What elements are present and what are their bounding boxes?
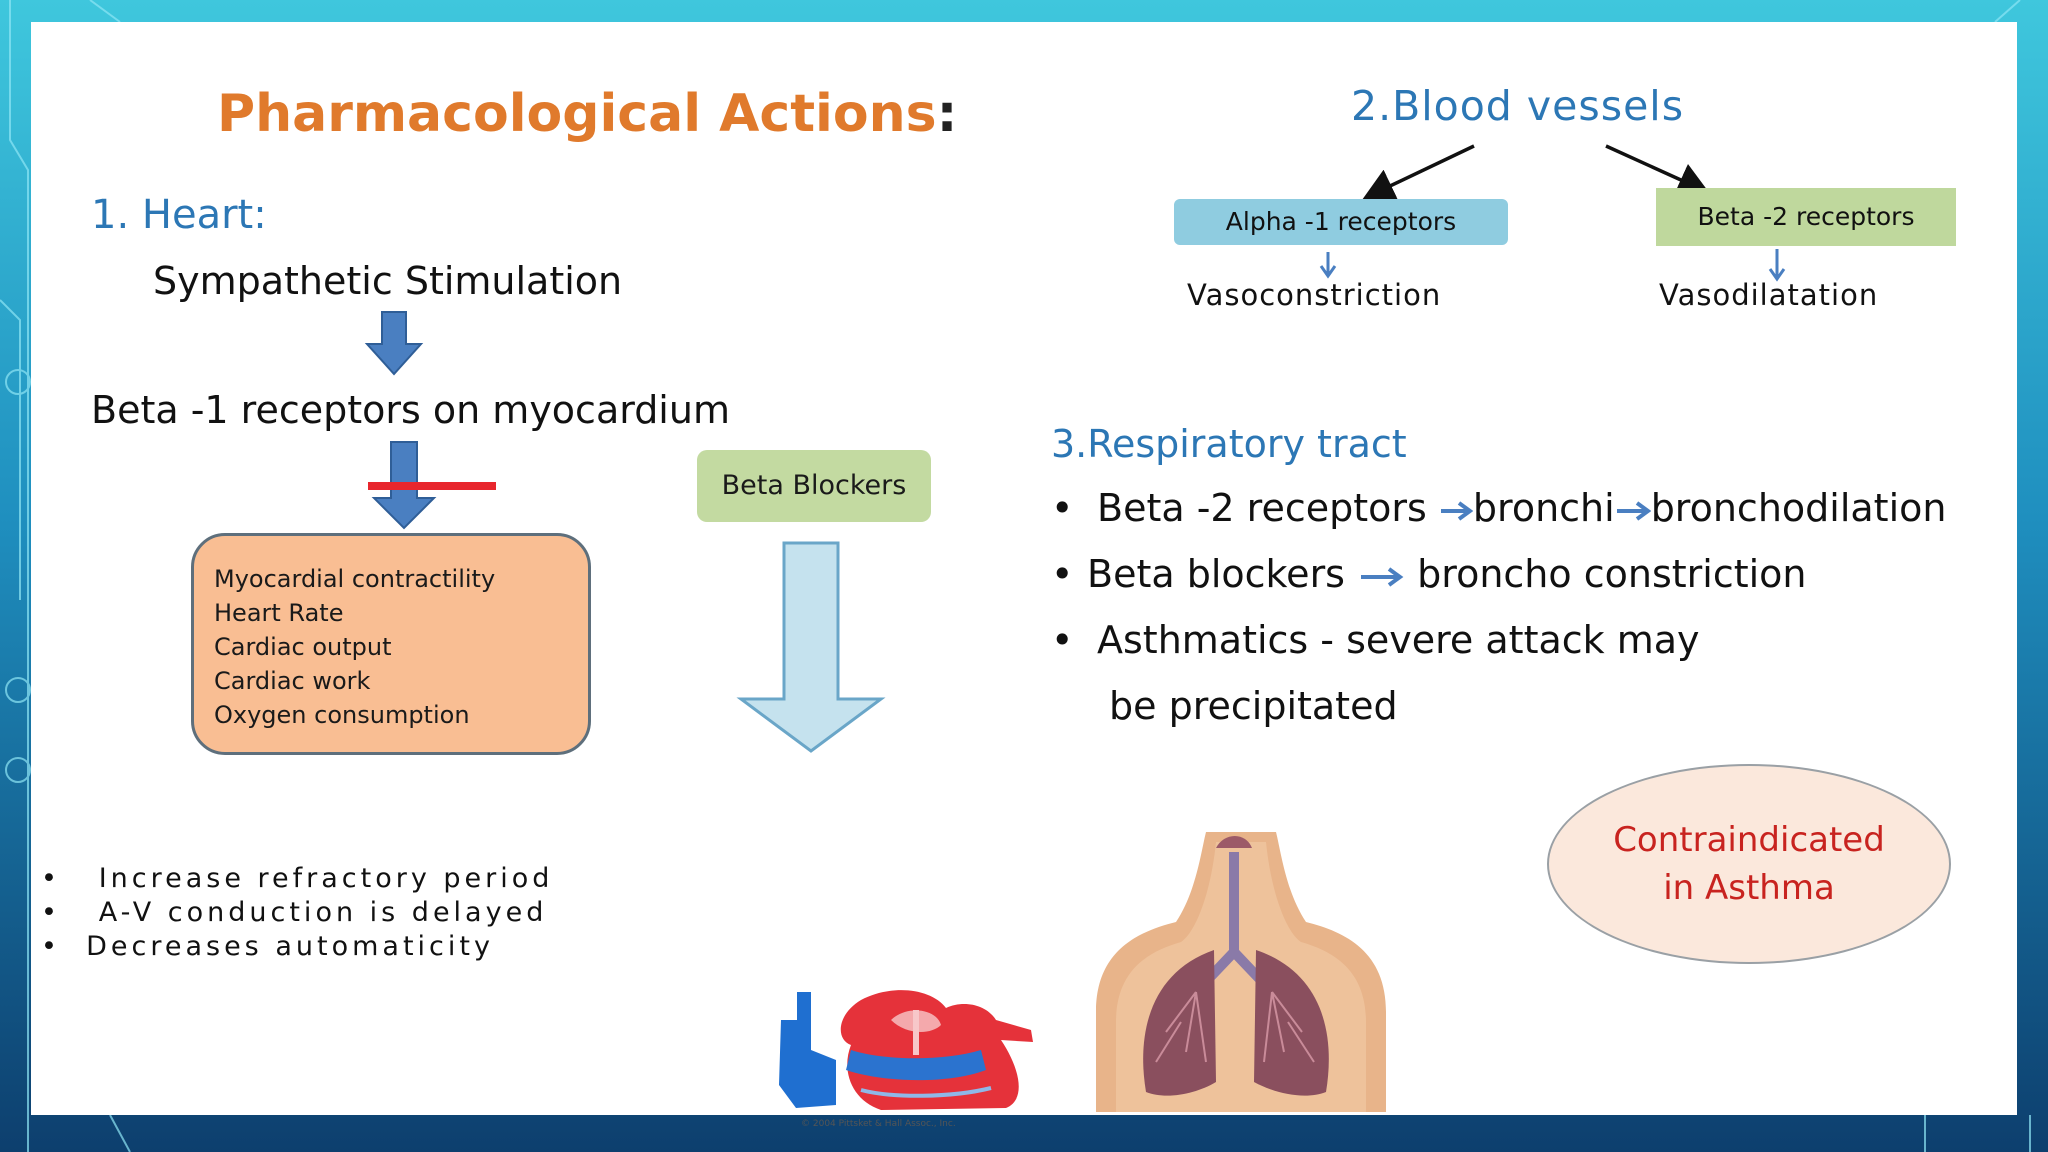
- alpha1-receptor-box: Alpha -1 receptors: [1174, 199, 1508, 245]
- effect-item: Cardiac output: [214, 633, 392, 661]
- bullet-dot: •: [41, 897, 99, 928]
- slide-title: Pharmacological Actions:: [217, 84, 958, 144]
- heart-illustration: © 2004 Pittsket & Hall Assoc., Inc.: [779, 990, 1033, 1129]
- contraindication-line2: in Asthma: [1663, 868, 1835, 908]
- bullet-dot: •: [41, 931, 87, 962]
- beta1-receptor-label: Beta -1 receptors on myocardium: [91, 388, 730, 432]
- small-down-arrow-icon: [1768, 249, 1786, 282]
- blood-vessels-heading: 2.Blood vessels: [1351, 82, 1685, 130]
- conduction-effect-item: • A-V conduction is delayed: [41, 897, 548, 928]
- beta-blockers-box: Beta Blockers: [697, 450, 931, 522]
- right-arrow-icon: [1440, 500, 1474, 521]
- down-arrow-icon: [364, 311, 424, 376]
- right-arrow-icon: [1616, 500, 1652, 521]
- conduction-effect-item: • Decreases automaticity: [41, 931, 494, 962]
- effect-item: Myocardial contractility: [214, 565, 496, 593]
- beta2-receptor-box: Beta -2 receptors: [1656, 188, 1956, 246]
- effect-item: Oxygen consumption: [214, 701, 470, 729]
- conduction-effect-item: • Increase refractory period: [41, 863, 554, 894]
- lungs-illustration: [1096, 832, 1386, 1112]
- vasoconstriction-label: Vasoconstriction: [1187, 278, 1442, 312]
- heart-image-caption: © 2004 Pittsket & Hall Assoc., Inc.: [801, 1119, 956, 1129]
- cardiac-effects-box: Myocardial contractility Heart Rate Card…: [191, 533, 591, 755]
- sympathetic-stimulation-label: Sympathetic Stimulation: [153, 259, 623, 303]
- blocked-arrow-icon: [368, 441, 496, 530]
- bullet-dot: •: [41, 863, 99, 894]
- slide: Pharmacological Actions: 1. Heart: Sympa…: [31, 22, 2017, 1129]
- effect-item: Cardiac work: [214, 667, 371, 695]
- contraindication-ellipse: Contraindicated in Asthma: [1547, 764, 1951, 964]
- branch-arrows-icon: [1362, 144, 1710, 202]
- small-down-arrow-icon: [1319, 252, 1337, 279]
- right-arrow-icon: [1361, 566, 1404, 587]
- heart-heading: 1. Heart:: [91, 192, 267, 238]
- vasodilatation-label: Vasodilatation: [1659, 278, 1879, 312]
- decrease-arrow-icon: [736, 541, 886, 753]
- effect-item: Heart Rate: [214, 599, 344, 627]
- conduction-effects-list: • Increase refractory period • A-V condu…: [41, 862, 553, 964]
- contraindication-line1: Contraindicated: [1613, 820, 1885, 860]
- respiratory-heading: 3.Respiratory tract: [1051, 422, 1407, 466]
